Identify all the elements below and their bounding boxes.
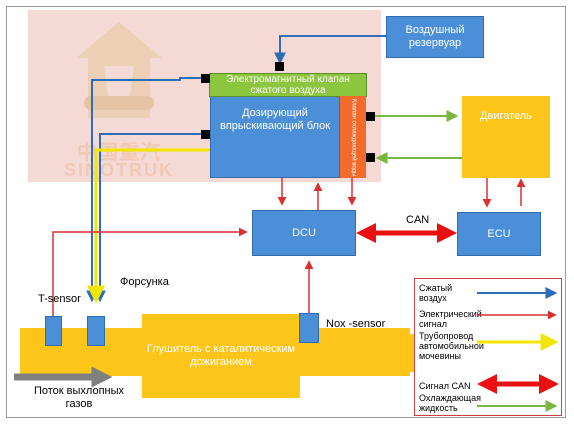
air-line-reservoir-to-valve <box>274 35 386 65</box>
dosing-unit-label: Дозирующий впрыскивающий блок <box>219 107 331 132</box>
dcu-label: DCU <box>292 227 316 239</box>
diagram-frame <box>6 6 566 418</box>
dcu-box: DCU <box>252 210 356 256</box>
logo-watermark-text: 中国重汽 <box>77 142 161 164</box>
injector-label: Форсунка <box>120 276 169 288</box>
ecu-box: ECU <box>457 212 541 256</box>
catalytic-muffler-box: Глушитель с каталитическим дожиганием <box>142 314 300 398</box>
signal-tsensor-to-dcu <box>52 227 248 316</box>
legend-label-coolant: Охлаждающая жидкость <box>419 393 481 413</box>
legend-label-can: Сигнал CAN <box>419 381 471 391</box>
can-label: CAN <box>406 214 430 226</box>
coolant-port-out <box>366 153 375 162</box>
exhaust-flow-label: Поток выхлопных газов <box>33 385 125 410</box>
air-line-to-injector-left <box>86 77 209 303</box>
urea-line-to-injector <box>87 148 210 304</box>
legend-label-air: Сжатый воздух <box>419 283 453 303</box>
sinotruk-emblem-icon <box>76 22 162 118</box>
engine-box: Двигатель <box>462 96 550 178</box>
legend-label-pipe: Трубопровод автомобильной мочевины <box>419 331 484 361</box>
valve-port <box>275 62 284 71</box>
nox-sensor-label: Nox -sensor <box>326 318 386 330</box>
t-sensor-label: T-sensor <box>38 293 81 305</box>
air-solenoid-valve-box: Электромагнитный клапан сжатого воздуха <box>209 73 367 97</box>
legend-swatches <box>477 287 559 412</box>
injector <box>87 316 105 346</box>
catalytic-muffler-label: Глушитель с каталитическим дожиганием <box>146 343 296 368</box>
coolant-valve-label: Клапан охлаждающей воды <box>350 98 357 176</box>
dosing-unit-box: Дозирующий впрыскивающий блок <box>210 96 340 178</box>
dosing-port-air <box>201 74 210 83</box>
air-reservoir-box: Воздушный резервуар <box>386 16 484 58</box>
legend-label-electric: Электрический сигнал <box>419 309 482 329</box>
air-line-to-injector-right <box>94 133 205 303</box>
sinotruk-logo: 中国重汽 SINOTRUK <box>44 18 194 188</box>
exhaust-pipe-end <box>400 334 414 372</box>
air-reservoir-label: Воздушный резервуар <box>405 24 465 49</box>
engine-label: Двигатель <box>480 110 532 122</box>
t-sensor <box>45 316 62 346</box>
legend: Сжатый воздух Электрический сигнал Трубо… <box>414 278 562 416</box>
air-solenoid-valve-label: Электромагнитный клапан сжатого воздуха <box>226 74 350 96</box>
coolant-valve-box: Клапан охлаждающей воды <box>340 96 366 178</box>
ecu-label: ECU <box>487 228 511 240</box>
dosing-port-air-2 <box>201 130 210 139</box>
coolant-port-in <box>366 112 375 121</box>
nox-sensor <box>299 313 319 343</box>
